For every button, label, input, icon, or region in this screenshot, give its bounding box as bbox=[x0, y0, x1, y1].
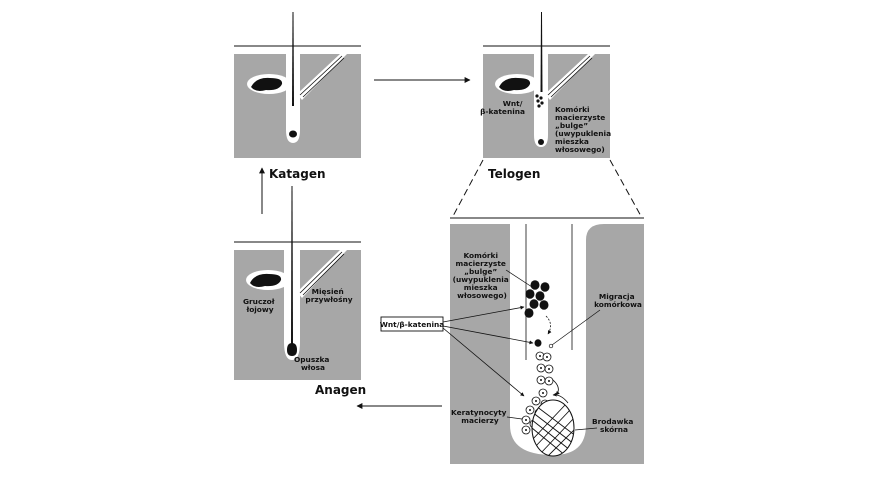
detail-wnt-arrow-bottom bbox=[442, 327, 525, 397]
detail-migration-arrow-3 bbox=[552, 392, 569, 404]
anagen-title: Anagen bbox=[315, 383, 366, 397]
detail-migration-arrow-2 bbox=[552, 379, 560, 396]
katagen-sebaceous-gland bbox=[251, 77, 283, 91]
detail-bulge-stem-cells bbox=[524, 280, 550, 347]
detail-migration-arrow-1 bbox=[545, 315, 552, 335]
telogen-hair-shaft bbox=[540, 12, 543, 92]
telogen-title: Telogen bbox=[488, 167, 540, 181]
anagen-bulb-label: Opuszka włosa bbox=[294, 355, 332, 372]
detail-wnt-arrow-top bbox=[442, 305, 525, 323]
katagen-hair-shaft bbox=[292, 12, 294, 106]
anagen-gland-label: Gruczoł łojowy bbox=[243, 297, 277, 314]
telogen-muscle-channel bbox=[545, 54, 595, 100]
detail-keratinocytes-pointer bbox=[506, 416, 523, 420]
telogen-sebaceous-gland bbox=[499, 77, 531, 91]
telogen-follicle bbox=[534, 54, 548, 147]
anagen-bulb bbox=[287, 343, 297, 356]
detail-migration-label: Migracja komórkowa bbox=[594, 292, 642, 309]
anagen-muscle-channel bbox=[297, 250, 347, 298]
anagen-muscle-label: Mięsień przywłośny bbox=[305, 287, 352, 304]
detail-papilla-label: Brodawka skórna bbox=[592, 417, 636, 434]
katagen-title: Katagen bbox=[269, 167, 326, 181]
anagen-sebaceous-gland bbox=[250, 273, 282, 287]
detail-keratinocytes-label: Keratynocyty macierzy bbox=[451, 408, 509, 425]
telogen-stem-cells bbox=[535, 94, 544, 108]
telogen-panel: Wnt/ β-katenina Komórki macierzyste „bul… bbox=[480, 12, 614, 181]
katagen-bulb bbox=[289, 130, 297, 138]
telogen-stem-label: Komórki macierzyste „bulge” (uwypuklenia… bbox=[555, 105, 614, 154]
katagen-muscle-channel bbox=[297, 54, 347, 100]
detail-papilla-mesh bbox=[532, 403, 574, 456]
detail-stem-pointer bbox=[505, 269, 533, 288]
anagen-hair-shaft bbox=[291, 186, 293, 345]
detail-panel: Komórki macierzyste „bulge” (uwypuklenia… bbox=[380, 224, 644, 464]
katagen-panel: Katagen bbox=[234, 12, 361, 181]
zoom-line-left bbox=[451, 159, 484, 219]
detail-migration-pointer bbox=[551, 309, 601, 346]
anagen-panel: Gruczoł łojowy Mięsień przywłośny Opuszk… bbox=[234, 186, 366, 397]
detail-wnt-arrow-mid bbox=[442, 325, 534, 345]
telogen-wnt-label: Wnt/ β-katenina bbox=[480, 99, 525, 116]
zoom-line-right bbox=[609, 159, 643, 219]
telogen-bulb bbox=[538, 139, 544, 145]
detail-stem-label: Komórki macierzyste „bulge” (uwypuklenia… bbox=[453, 251, 512, 300]
detail-papilla-pointer bbox=[574, 427, 598, 431]
detail-wnt-box bbox=[380, 316, 444, 332]
detail-wnt-box-label: Wnt/β-katenina bbox=[380, 320, 445, 329]
